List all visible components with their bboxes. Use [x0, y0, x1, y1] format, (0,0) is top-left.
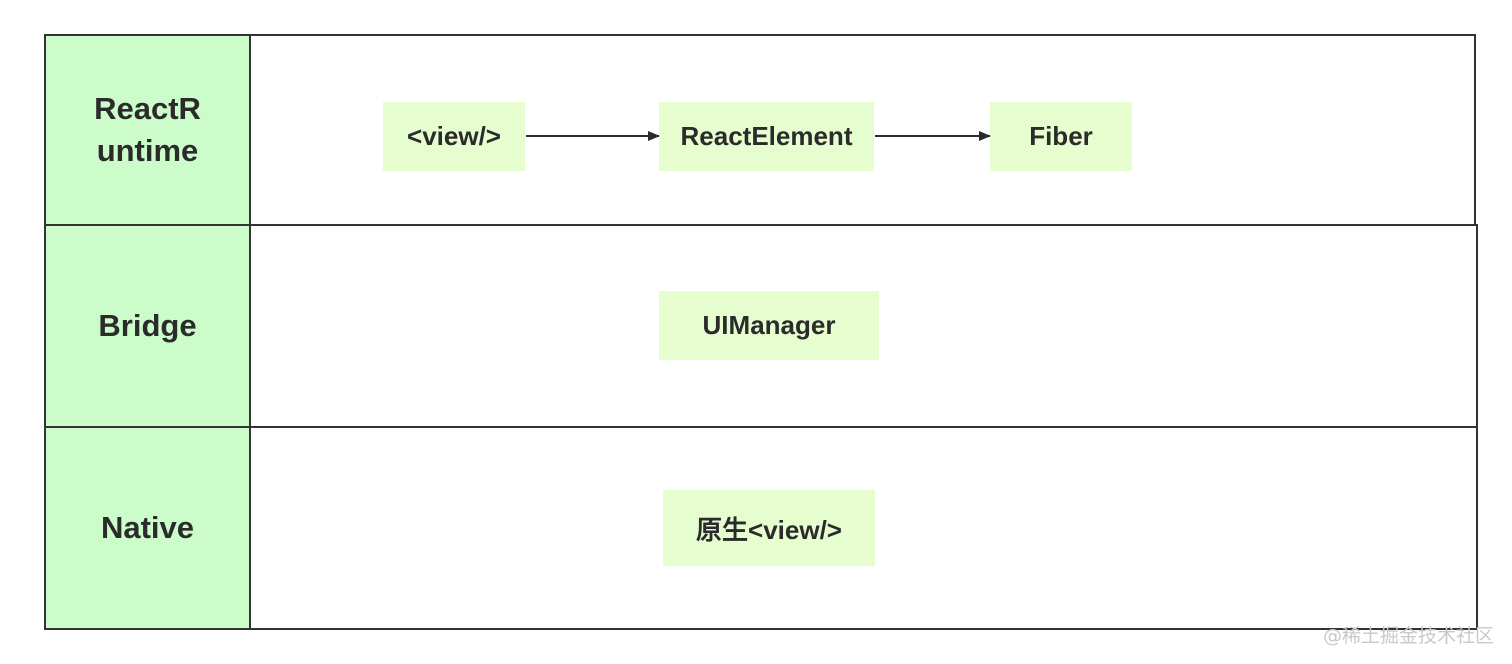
node-ui-manager: UIManager [659, 291, 879, 360]
node-fiber: Fiber [990, 102, 1132, 171]
layer-native: Native [44, 426, 1478, 630]
layer-react-runtime: ReactRuntime [44, 34, 1476, 226]
node-native-view: 原生<view/> [663, 490, 875, 566]
layer-label-bridge: Bridge [46, 226, 251, 426]
layer-label-react-runtime: ReactRuntime [46, 36, 251, 224]
node-view: <view/> [383, 102, 525, 171]
layer-label-native: Native [46, 428, 251, 628]
layer-label-native-text: Native [100, 510, 195, 545]
layer-label-bridge-text: Bridge [98, 308, 197, 343]
layer-label-react-runtime-text: ReactRuntime [94, 91, 201, 168]
watermark: @稀土掘金技术社区 [1322, 625, 1494, 647]
node-react-element: ReactElement [659, 102, 874, 171]
